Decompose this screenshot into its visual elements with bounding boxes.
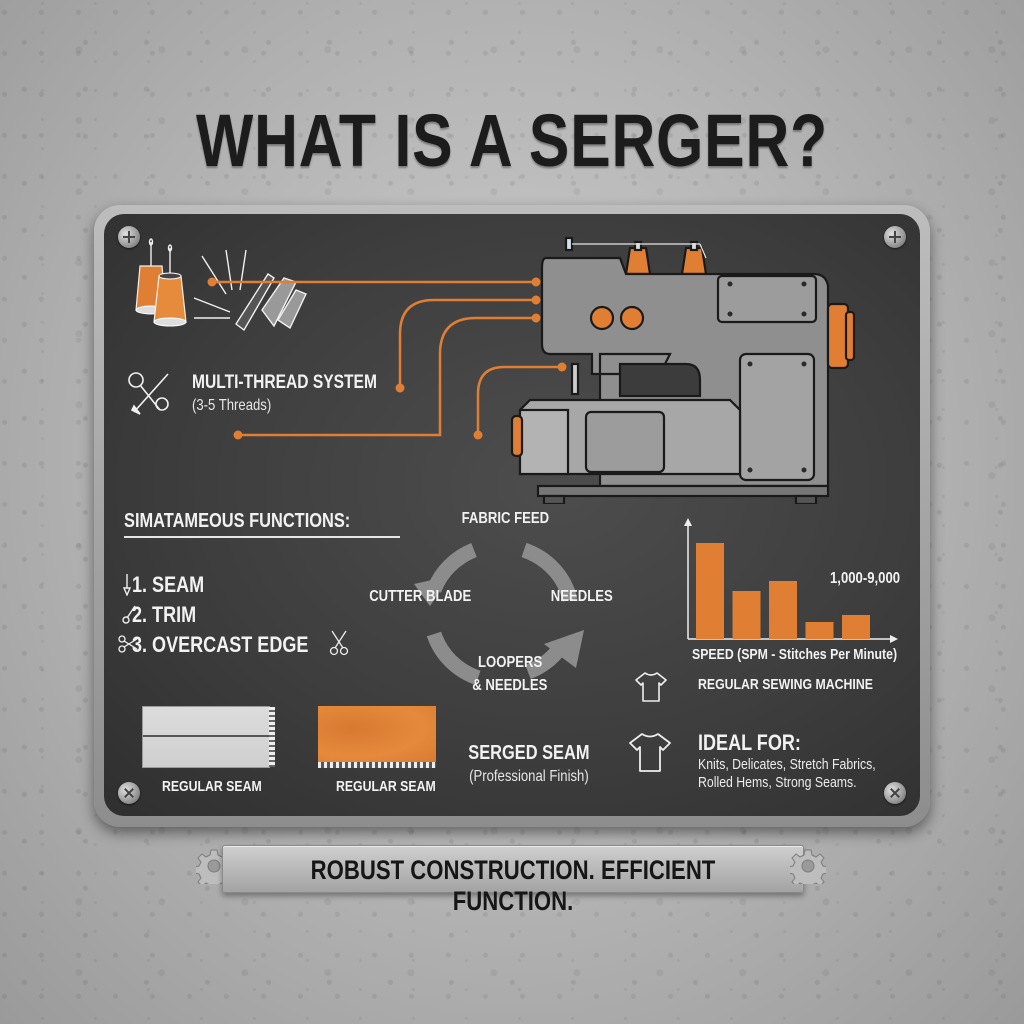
- screw-icon: [884, 782, 906, 804]
- ideal-for-heading: IDEAL FOR:: [698, 730, 801, 755]
- chart-bar: [842, 615, 870, 639]
- serged-seam-swatch: [318, 706, 436, 768]
- process-cycle-arrows: [414, 542, 584, 686]
- function-item-overcast-edge: 3. OVERCAST EDGE: [118, 632, 347, 658]
- stitch-edge: [269, 707, 275, 767]
- needle-icon: [122, 574, 132, 596]
- chart-bar: [769, 581, 797, 639]
- overlock-stitch-edge: [318, 762, 436, 768]
- functions-heading: SIMATAMEOUS FUNCTIONS:: [124, 510, 400, 538]
- regular-seam-swatch: [142, 706, 275, 768]
- tshirt-icon: [629, 733, 671, 772]
- multi-thread-label: MULTI-THREAD SYSTEM: [192, 372, 377, 393]
- regular-machine-label: REGULAR SEWING MACHINE: [698, 676, 873, 693]
- chart-bar: [805, 622, 834, 639]
- serged-seam-label: SERGED SEAM: [468, 742, 590, 764]
- chart-x-label: SPEED (SPM - Stitches Per Minute): [692, 646, 898, 663]
- serged-seam-sublabel: (Professional Finish): [469, 768, 589, 785]
- page-title: WHAT IS A SERGER?: [196, 99, 828, 182]
- ideal-for-line-1: Knits, Delicates, Stretch Fabrics,: [698, 756, 876, 773]
- cycle-node-and-needles: & NEEDLES: [472, 677, 548, 694]
- ideal-for-line-2: Rolled Hems, Strong Seams.: [698, 774, 857, 791]
- chart-annotation: 1,000-9,000: [830, 570, 901, 587]
- needles-icon: [193, 249, 247, 319]
- scissors-open-icon: [329, 630, 349, 656]
- tagline-banner: ROBUST CONSTRUCTION. EFFICIENT FUNCTION.: [222, 845, 804, 916]
- swatch-label-2: REGULAR SEAM: [336, 778, 436, 795]
- cycle-node-loopers: LOOPERS: [477, 654, 543, 671]
- arrow-head-icon: [414, 576, 450, 606]
- chart-bar: [732, 591, 761, 639]
- tshirt-icon: [635, 672, 667, 702]
- function-item-trim: 2. TRIM: [122, 602, 210, 628]
- chart-bar: [696, 543, 724, 639]
- screw-icon: [118, 782, 140, 804]
- cycle-node-fabric-feed: FABRIC FEED: [461, 510, 550, 527]
- gear-icon: [790, 849, 826, 884]
- tagline-text: ROBUST CONSTRUCTION. EFFICIENT FUNCTION.: [310, 855, 716, 916]
- serger-machine-illustration: [510, 236, 856, 504]
- speed-bar-chart: [684, 518, 898, 643]
- connector-lines: [207, 277, 567, 440]
- info-panel: MULTI-THREAD SYSTEM (3-5 Threads): [104, 214, 920, 816]
- screw-icon: [884, 226, 906, 248]
- seam-line: [143, 735, 269, 737]
- swatch-label-1: REGULAR SEAM: [162, 778, 262, 795]
- scissors-icon: [128, 372, 169, 415]
- screw-icon: [118, 226, 140, 248]
- cycle-node-cutter-blade: CUTTER BLADE: [369, 588, 472, 605]
- cycle-node-needles: NEEDLES: [551, 588, 613, 605]
- arrow-head-icon: [544, 630, 584, 668]
- blade-icon: [122, 605, 136, 624]
- function-item-seam: 1. SEAM: [122, 572, 220, 598]
- scissors-icon: [118, 635, 138, 653]
- thread-spools-icon: [135, 238, 307, 332]
- multi-thread-sublabel: (3-5 Threads): [192, 397, 272, 414]
